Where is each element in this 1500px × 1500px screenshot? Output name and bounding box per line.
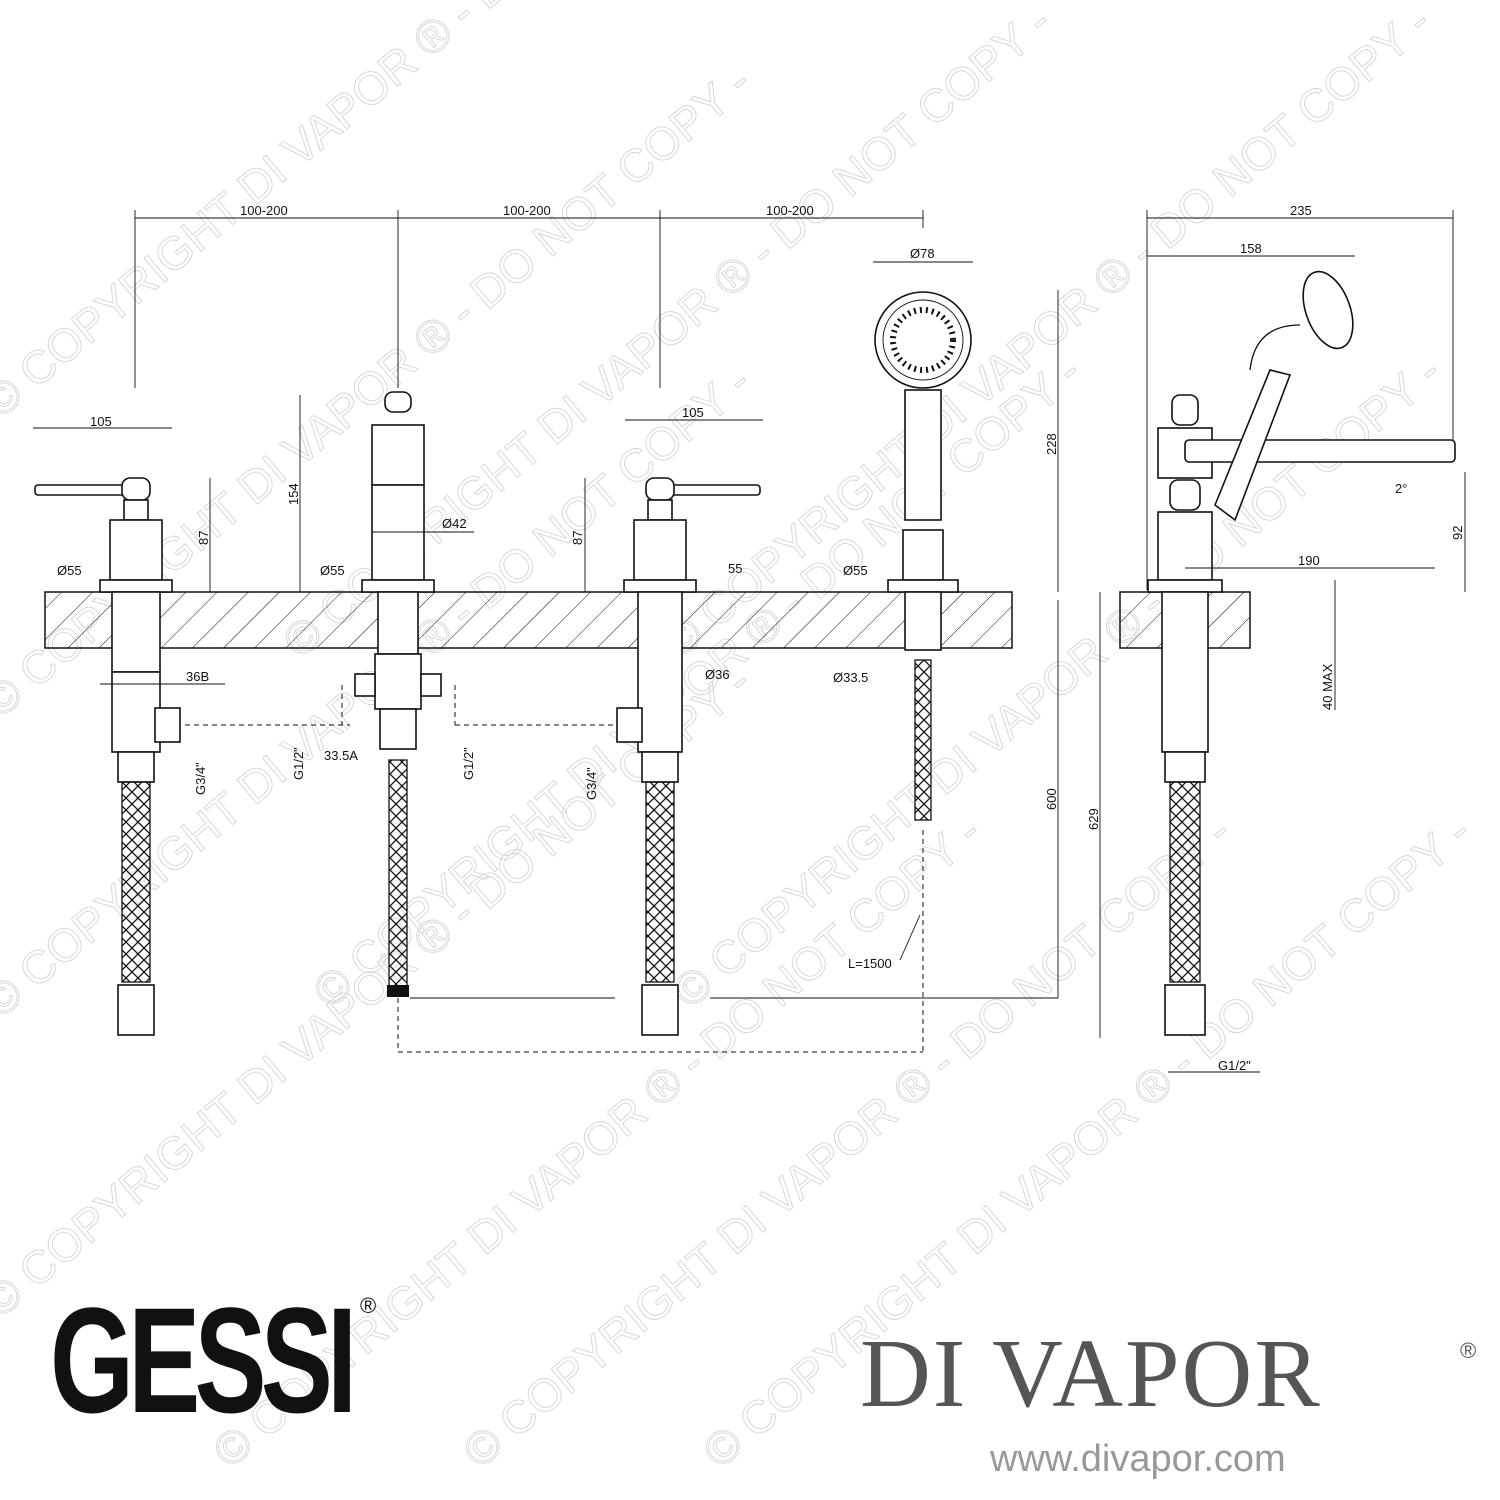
svg-text:Ø42: Ø42 <box>442 516 467 531</box>
svg-text:33.5A: 33.5A <box>324 748 358 763</box>
svg-text:L=1500: L=1500 <box>848 956 892 971</box>
svg-text:55: 55 <box>728 561 742 576</box>
svg-text:87: 87 <box>570 531 585 545</box>
svg-text:2°: 2° <box>1395 481 1407 496</box>
svg-text:154: 154 <box>286 483 301 505</box>
spout-valve: 154 Ø42 Ø55 G1/2" G1/2" 33.5A <box>286 391 630 997</box>
svg-text:190: 190 <box>1298 553 1320 568</box>
watermark: © COPYRIGHT DI VAPOR ® - DO NOT COPY - ©… <box>0 0 1481 1478</box>
svg-text:Ø55: Ø55 <box>843 563 868 578</box>
svg-text:Ø36: Ø36 <box>705 667 730 682</box>
svg-text:228: 228 <box>1044 433 1059 455</box>
svg-text:Ø33.5: Ø33.5 <box>833 670 868 685</box>
deck-section <box>44 591 1013 649</box>
svg-text:G3/4": G3/4" <box>584 767 599 800</box>
svg-text:36B: 36B <box>186 669 209 684</box>
svg-text:158: 158 <box>1240 241 1262 256</box>
divapor-logo: DI VAPOR <box>860 1320 1322 1428</box>
svg-text:G1/2": G1/2" <box>461 747 476 780</box>
svg-text:Ø55: Ø55 <box>320 563 345 578</box>
svg-text:105: 105 <box>682 405 704 420</box>
svg-text:87: 87 <box>196 531 211 545</box>
svg-text:40 MAX: 40 MAX <box>1320 663 1335 710</box>
divapor-url: www.divapor.com <box>990 1438 1286 1480</box>
side-view: 235 158 190 92 2° 40 MAX 629 G1/2" <box>1086 203 1466 1073</box>
svg-text:235: 235 <box>1290 203 1312 218</box>
svg-text:G1/2": G1/2" <box>1218 1058 1251 1073</box>
svg-text:G1/2": G1/2" <box>291 747 306 780</box>
spacing-label: 100-200 <box>240 203 288 218</box>
left-valve: 105 87 Ø55 36B G3/4" <box>33 414 350 1036</box>
svg-text:600: 600 <box>1044 788 1059 810</box>
divapor-registered-mark: ® <box>1460 1338 1477 1363</box>
svg-text:92: 92 <box>1450 526 1465 540</box>
right-valve: 105 87 55 Ø36 G3/4" <box>570 405 763 1036</box>
svg-text:G3/4": G3/4" <box>193 762 208 795</box>
svg-text:105: 105 <box>90 414 112 429</box>
svg-text:Ø78: Ø78 <box>910 246 935 261</box>
gessi-registered-mark: ® <box>360 1293 377 1318</box>
gessi-logo: GESSI <box>50 1276 357 1444</box>
svg-text:629: 629 <box>1086 808 1101 830</box>
svg-text:Ø55: Ø55 <box>57 563 82 578</box>
spacing-label: 100-200 <box>503 203 551 218</box>
hand-shower: Ø78 228 Ø55 Ø33.5 L=1500 600 <box>397 246 1059 1053</box>
spacing-dimensions: 100-200 100-200 100-200 <box>134 203 924 388</box>
spacing-label: 100-200 <box>766 203 814 218</box>
